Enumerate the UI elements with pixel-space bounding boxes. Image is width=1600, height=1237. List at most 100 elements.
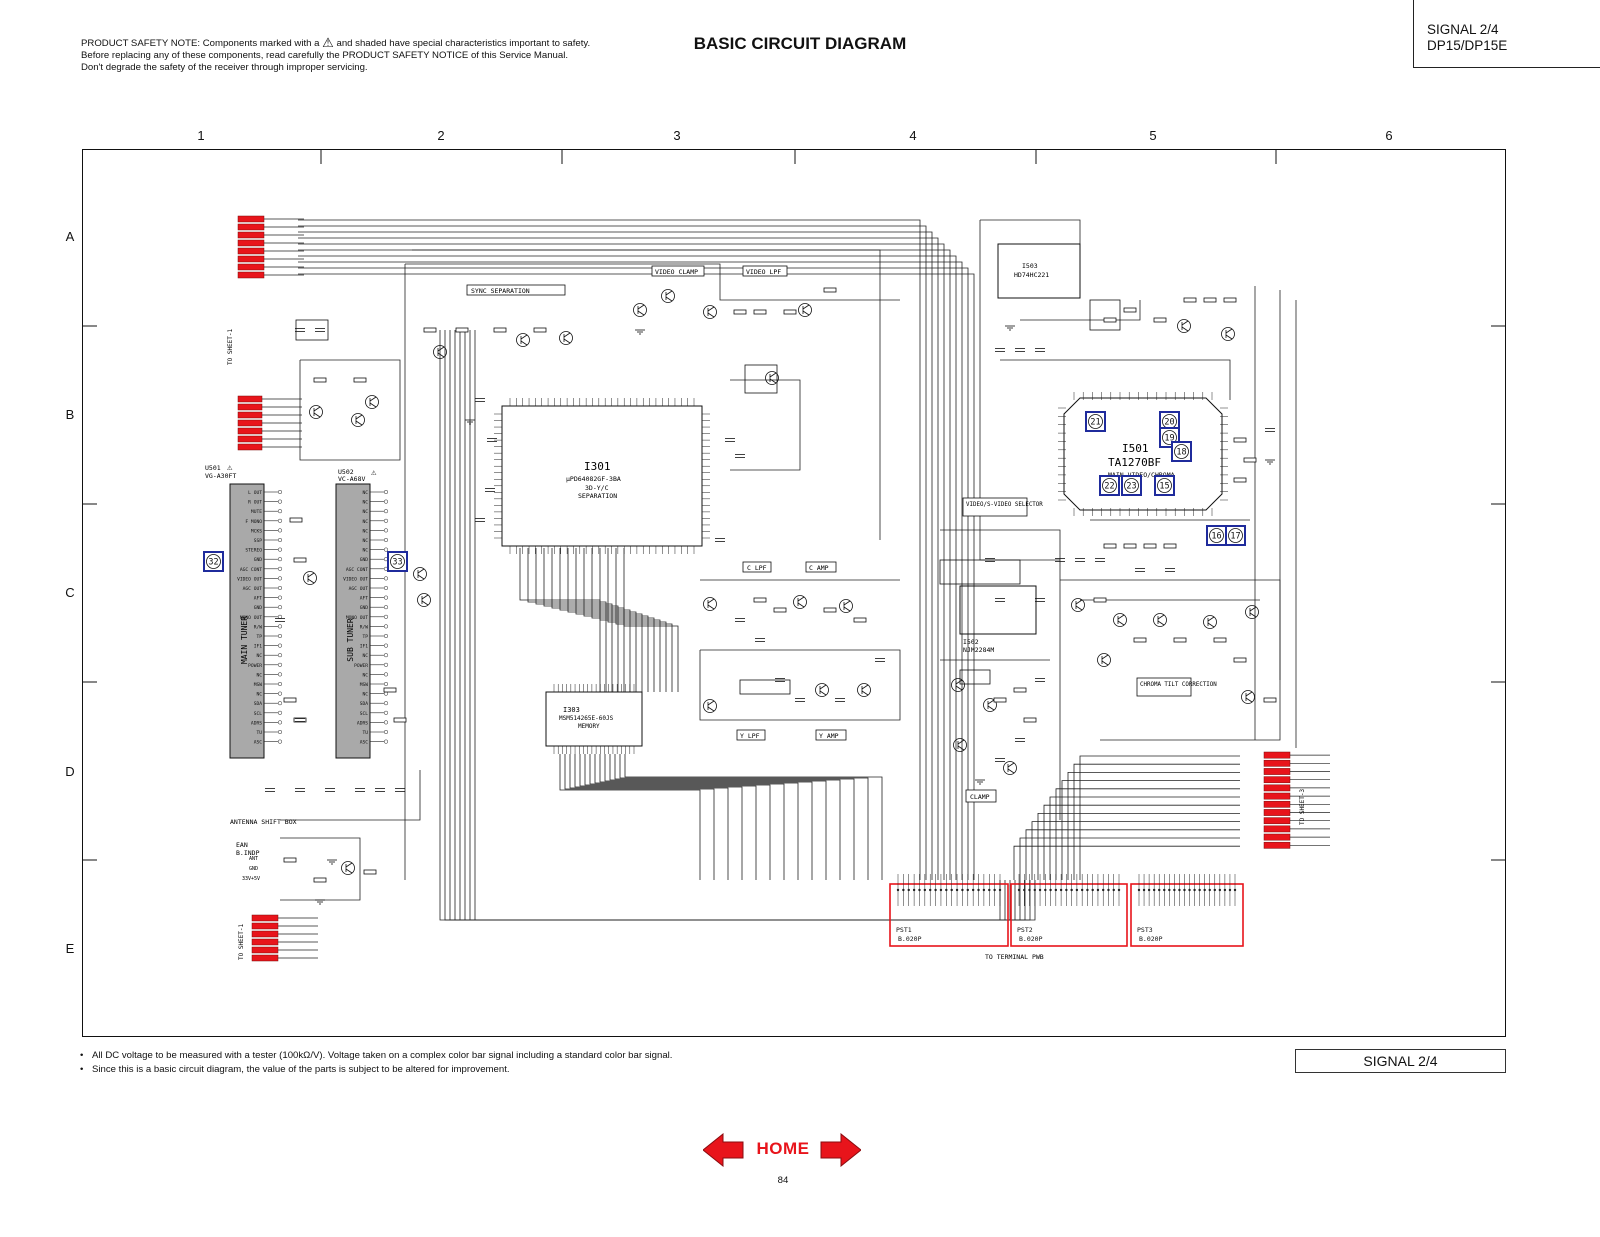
connector-pin <box>237 247 265 255</box>
svg-text:NC: NC <box>362 509 368 515</box>
svg-text:IF1: IF1 <box>360 644 369 650</box>
transistor-icon <box>793 595 807 609</box>
connector-pin <box>237 427 263 435</box>
svg-text:MUTE: MUTE <box>251 509 262 515</box>
ic-i301-pins <box>494 398 710 554</box>
column-number: 6 <box>1385 128 1393 143</box>
svg-text:ASC: ASC <box>360 740 369 746</box>
svg-text:AGC OUT: AGC OUT <box>243 586 263 592</box>
column-number: 5 <box>1149 128 1157 143</box>
connector-pin <box>237 255 265 263</box>
ic-i502-part: NJM2284M <box>963 646 994 654</box>
svg-text:TP: TP <box>362 634 368 640</box>
ant-pin: ANT <box>249 856 258 862</box>
label-y-amp: Y AMP <box>819 732 839 740</box>
svg-text:NC: NC <box>256 672 262 678</box>
transistor-icon <box>365 395 379 409</box>
svg-text:AGC OUT: AGC OUT <box>349 586 369 592</box>
connector-pin <box>1263 792 1291 800</box>
label-video-lpf: VIDEO LPF <box>746 268 781 276</box>
connector-pin <box>251 938 279 946</box>
signal-box-top: SIGNAL 2/4 DP15/DP15E <box>1413 0 1600 68</box>
connector-pin <box>251 946 279 954</box>
svg-text:NC: NC <box>362 519 368 525</box>
label-sync-separation: SYNC SEPARATION <box>471 287 530 295</box>
connector-pin <box>251 922 279 930</box>
connector-pin <box>1263 800 1291 808</box>
to-terminal-label: TO TERMINAL PWB <box>985 953 1044 961</box>
ic-i303-ref: I303 <box>563 706 580 714</box>
connector-pin <box>251 930 279 938</box>
ic-i303-body <box>545 691 643 747</box>
transistor-icon <box>417 593 431 607</box>
transistor-icon <box>516 333 530 347</box>
svg-text:ADRS: ADRS <box>251 720 262 726</box>
svg-text:NC: NC <box>362 538 368 544</box>
label-video-clamp: VIDEO CLAMP <box>655 268 698 276</box>
ic-i301-part: µPD64082GF-3BA <box>566 475 621 483</box>
connector-pin <box>1263 817 1291 825</box>
svg-text:AGC CONT: AGC CONT <box>346 567 368 573</box>
ic-i303-part: MSM514265E-60JS <box>559 715 614 722</box>
ant-label-2: B.INDP <box>236 849 260 857</box>
row-letter: E <box>65 941 75 956</box>
warning-triangle-icon: ⚠ <box>371 468 377 478</box>
svg-text:NC: NC <box>256 653 262 659</box>
connector-to-sheet1-e <box>251 914 318 962</box>
svg-text:NC: NC <box>362 653 368 659</box>
product-safety-note: PRODUCT SAFETY NOTE: Components marked w… <box>81 36 591 74</box>
svg-text:B.020P: B.020P <box>1139 935 1163 943</box>
svg-text:VIDEO OUT: VIDEO OUT <box>237 576 262 582</box>
ic-i303-desc: MEMORY <box>578 723 600 730</box>
footer-notes: All DC voltage to be measured with a tes… <box>80 1049 672 1077</box>
svg-text:22: 22 <box>1104 482 1114 492</box>
connector-pin <box>1263 841 1291 849</box>
function-labels: SYNC SEPARATION VIDEO CLAMP VIDEO LPF C … <box>230 265 1217 882</box>
svg-text:15: 15 <box>1159 482 1169 492</box>
svg-text:GND: GND <box>360 557 369 563</box>
to-sheet-3-label: TO SHEET-3 <box>1299 788 1306 825</box>
connector-to-sheet3 <box>1263 751 1330 849</box>
ic-i502-ref: I502 <box>963 638 979 646</box>
svg-text:IF1: IF1 <box>254 644 263 650</box>
transistor-icon <box>765 371 779 385</box>
ic-i303-pins <box>553 684 635 754</box>
svg-text:SDA: SDA <box>254 701 263 707</box>
connector-pin <box>237 435 263 443</box>
connector-pin <box>237 263 265 271</box>
svg-text:19: 19 <box>1164 434 1174 444</box>
svg-text:18: 18 <box>1176 448 1186 458</box>
callout-32: 32 <box>203 551 224 572</box>
schematic-frame <box>82 149 1506 1037</box>
connector-pin <box>237 411 263 419</box>
connector-pin <box>1263 768 1291 775</box>
wiring <box>280 219 1297 921</box>
svg-text:PST1: PST1 <box>896 926 912 934</box>
svg-text:PST3: PST3 <box>1137 926 1153 934</box>
ic-i503-part: HD74HC221 <box>1014 271 1049 279</box>
svg-text:17: 17 <box>1230 532 1240 542</box>
transistor-icon <box>661 289 675 303</box>
transistor-icon <box>1113 613 1127 627</box>
main-tuner-box <box>229 483 265 759</box>
svg-text:B.020P: B.020P <box>898 935 922 943</box>
svg-text:STEREO: STEREO <box>245 548 262 554</box>
connector-to-sheet1-a <box>237 215 304 279</box>
connector-pin <box>237 271 265 279</box>
ic-i301-body <box>501 405 703 547</box>
footer-note-2: Since this is a basic circuit diagram, t… <box>80 1063 672 1077</box>
home-arrows-icon[interactable] <box>703 1133 861 1167</box>
main-tuner-label: MAIN TUNER <box>240 616 249 664</box>
connector-pin <box>237 419 263 427</box>
svg-text:NC: NC <box>362 672 368 678</box>
transistor-icon <box>1177 319 1191 333</box>
home-link[interactable]: HOME <box>756 1139 810 1158</box>
ic-i501-part: TA1270BF <box>1108 456 1161 469</box>
transistor-icon <box>559 331 573 345</box>
svg-text:AFT: AFT <box>360 596 369 602</box>
ant-pin: 33V+5V <box>242 876 260 882</box>
to-sheet-1-label-e: TO SHEET-1 <box>238 923 245 960</box>
transistor-icon <box>1003 761 1017 775</box>
svg-text:NC: NC <box>362 548 368 554</box>
